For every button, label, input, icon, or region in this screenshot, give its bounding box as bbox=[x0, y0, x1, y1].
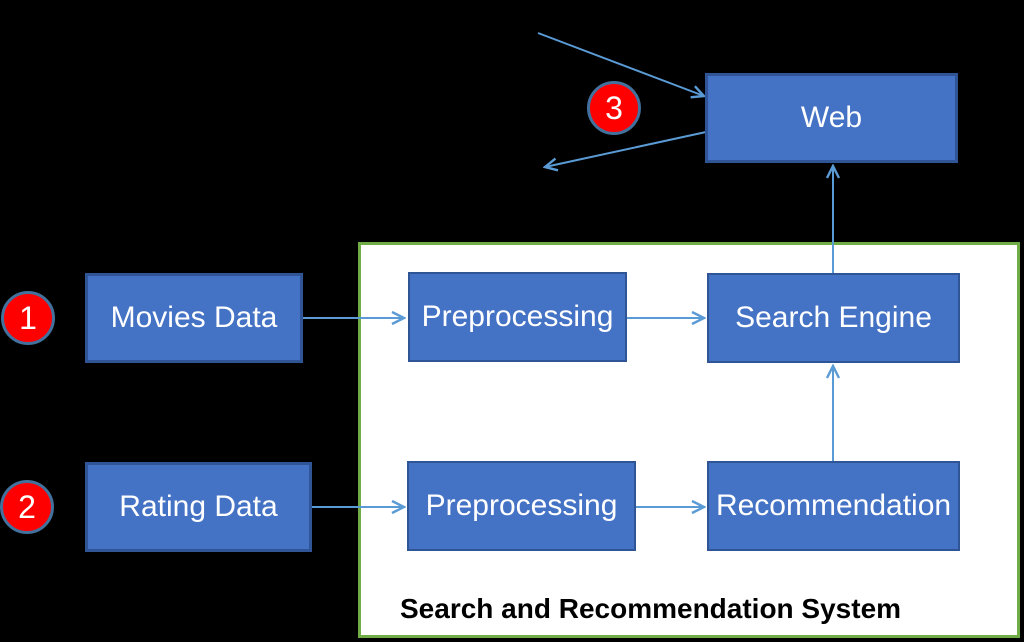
node-rating-data-label: Rating Data bbox=[119, 490, 278, 523]
step-badge-2: 2 bbox=[0, 480, 54, 534]
node-preprocessing-top: Preprocessing bbox=[408, 272, 627, 362]
panel-title: Search and Recommendation System bbox=[400, 593, 902, 624]
node-search-engine-label: Search Engine bbox=[735, 301, 932, 334]
node-preprocessing-bottom-label: Preprocessing bbox=[425, 489, 618, 522]
step-badge-3-label: 3 bbox=[605, 89, 623, 126]
node-movies-data: Movies Data bbox=[85, 273, 303, 363]
node-web-label: Web bbox=[800, 101, 863, 134]
step-badge-3: 3 bbox=[587, 81, 641, 135]
step-badge-1: 1 bbox=[1, 291, 55, 345]
arrow-outgoing-from-web bbox=[545, 131, 707, 167]
step-badge-1-label: 1 bbox=[19, 299, 37, 336]
node-preprocessing-bottom: Preprocessing bbox=[407, 461, 636, 551]
node-web: Web bbox=[705, 73, 958, 163]
step-badge-2-label: 2 bbox=[18, 488, 36, 525]
node-rating-data: Rating Data bbox=[85, 462, 312, 552]
node-search-engine: Search Engine bbox=[707, 273, 960, 363]
node-recommendation: Recommendation bbox=[707, 461, 960, 551]
node-preprocessing-top-label: Preprocessing bbox=[421, 300, 614, 333]
node-recommendation-label: Recommendation bbox=[715, 489, 952, 522]
node-movies-data-label: Movies Data bbox=[110, 301, 278, 334]
